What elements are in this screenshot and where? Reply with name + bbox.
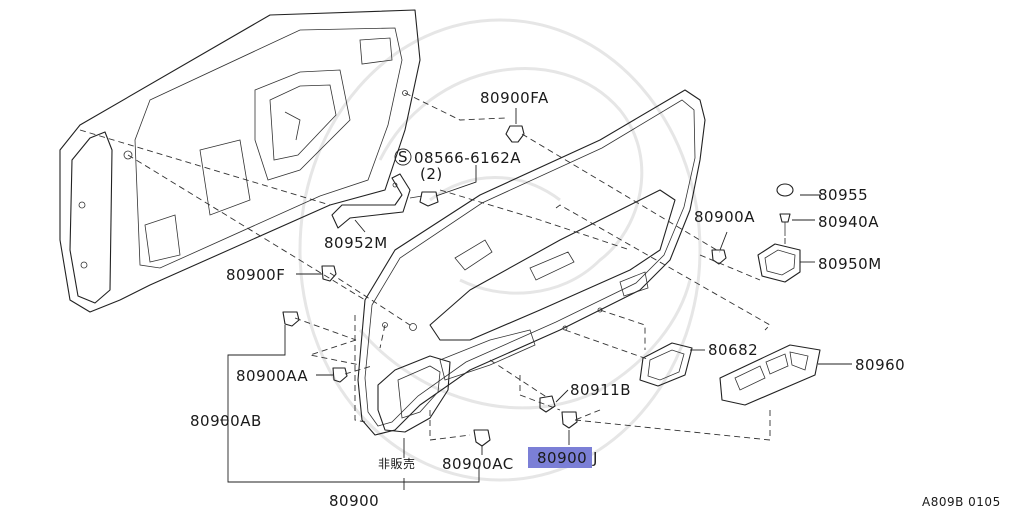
diagram-reference-code: A809B 0105 [922, 495, 1001, 509]
clip-80900AA [332, 367, 348, 383]
label-08566-qty: (2) [420, 165, 443, 183]
label-not-sold: 非販売 [378, 456, 416, 471]
clip-80900F [321, 265, 337, 282]
label-80900A[interactable]: 80900A [694, 208, 755, 226]
clip-80900J [561, 411, 578, 429]
switch-panel-80960 [719, 344, 821, 406]
watermark-logo [298, 18, 702, 482]
label-80911B[interactable]: 80911B [570, 381, 631, 399]
clip-80900AB [282, 311, 300, 327]
finisher-80950M [757, 243, 801, 283]
label-80952M[interactable]: 80952M [324, 234, 388, 252]
label-80900AA[interactable]: 80900AA [236, 367, 308, 385]
screw-80911B [539, 395, 556, 413]
label-80955[interactable]: 80955 [818, 186, 868, 204]
bracket-80952M [331, 173, 411, 229]
label-80900J-highlighted[interactable]: 80900 [537, 449, 587, 467]
label-80900J-suffix: J [592, 449, 598, 467]
leader-lines [220, 108, 852, 490]
highlight-80900J [528, 447, 592, 468]
label-80950M[interactable]: 80950M [818, 255, 882, 273]
label-80900AC[interactable]: 80900AC [442, 455, 514, 473]
clip-80900FA [505, 125, 525, 143]
s-symbol-circle [394, 148, 412, 166]
label-80900F[interactable]: 80900F [226, 266, 285, 284]
clip-80900AC [473, 429, 491, 447]
label-80960[interactable]: 80960 [855, 356, 905, 374]
label-s-prefix: S [398, 148, 408, 166]
label-80682[interactable]: 80682 [708, 341, 758, 359]
screw-80940A [779, 213, 791, 236]
dashed-assembly-lines [79, 92, 786, 441]
cap-80955 [776, 183, 794, 197]
label-08566-6162A[interactable]: 08566-6162A [414, 149, 521, 167]
door-inner-panel [59, 9, 421, 313]
screw-08566-6162A [409, 191, 439, 207]
door-trim-panel [357, 89, 706, 436]
label-80900FA[interactable]: 80900FA [480, 89, 549, 107]
clip-80900A [711, 249, 727, 265]
escutcheon-80682 [639, 342, 693, 387]
label-80900[interactable]: 80900 [329, 492, 379, 510]
label-80940A[interactable]: 80940A [818, 213, 879, 231]
label-80900AB[interactable]: 80900AB [190, 412, 262, 430]
